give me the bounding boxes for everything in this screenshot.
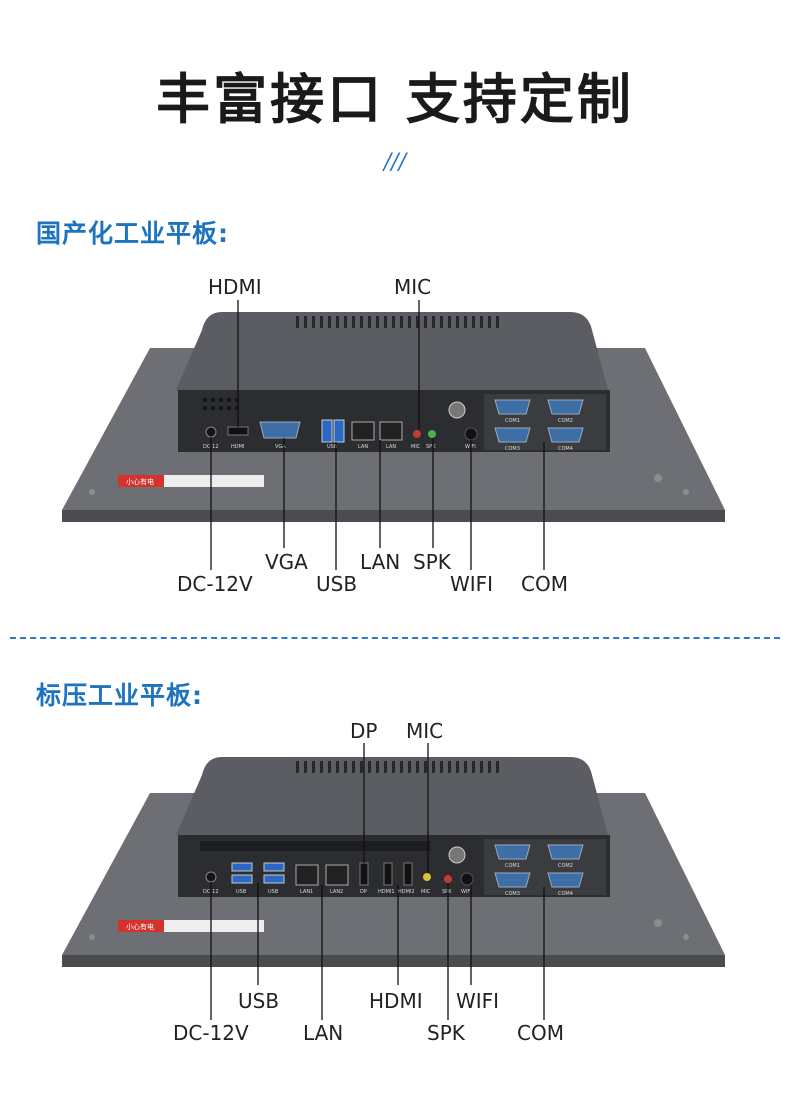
port-mark-com2: COM2: [558, 418, 573, 424]
warning-text: 小心有电: [126, 922, 154, 931]
label-wifi: WIFI: [456, 989, 499, 1013]
hdmi-port: [227, 426, 249, 436]
port-mark-lan2: LAN2: [330, 889, 343, 895]
title-decoration: ///: [383, 150, 407, 175]
port-mark-spk: SPK: [426, 444, 436, 450]
top-vents: [296, 316, 499, 328]
label-com: COM: [521, 572, 568, 596]
port-mark-spk: SPK: [442, 889, 452, 895]
label-vga: VGA: [265, 550, 308, 574]
port-mark-hdmi1: HDMI1: [378, 889, 395, 895]
port-mark-mic: MIC: [411, 444, 421, 450]
port-mark-vga: VGA: [275, 444, 286, 450]
warning-text: 小心有电: [126, 477, 154, 486]
port-mark-hdmi: HDMI: [231, 444, 244, 450]
standard-panel-illustration: DC-12 USB USB LAN1 LAN2 DP HDMI1 HDMI2 M…: [62, 719, 725, 1045]
port-mark-lan2: LAN: [386, 444, 396, 450]
port-mark-com2: COM2: [558, 863, 573, 869]
usb-port-1: [231, 862, 253, 872]
port-mark-dp: DP: [360, 889, 367, 895]
com-ports: [494, 399, 584, 443]
port-mark-lan1: LAN1: [300, 889, 313, 895]
hdmi-port-2: [403, 862, 413, 886]
power-button: [448, 401, 466, 419]
usb-port-3: [263, 862, 285, 872]
port-mark-com4: COM4: [558, 446, 573, 452]
wifi-antenna: [464, 427, 478, 441]
port-mark-com3: COM3: [505, 891, 520, 897]
top-vents: [296, 761, 499, 773]
label-com: COM: [517, 1021, 564, 1045]
label-spk: SPK: [413, 550, 452, 574]
power-button: [448, 846, 466, 864]
spk-jack: [428, 430, 436, 438]
leader-lines: [210, 743, 545, 1020]
port-mark-usb: USB: [327, 444, 338, 450]
usb-port-1: [321, 419, 333, 443]
label-usb: USB: [316, 572, 357, 596]
section-heading-domestic: 国产化工业平板:: [36, 219, 229, 248]
label-lan: LAN: [360, 550, 400, 574]
port-mark-hdmi2: HDMI2: [398, 889, 415, 895]
dc-jack: [205, 871, 217, 883]
label-dc: DC-12V: [177, 572, 253, 596]
usb-port-2: [231, 874, 253, 884]
label-spk: SPK: [427, 1021, 466, 1045]
lan-port-1: [295, 864, 319, 886]
dc-jack: [205, 426, 217, 438]
label-hdmi: HDMI: [208, 275, 262, 299]
usb-port-2: [333, 419, 345, 443]
mic-jack: [423, 873, 431, 881]
port-mark-com3: COM3: [505, 446, 520, 452]
label-mic: MIC: [394, 275, 431, 299]
label-dp: DP: [350, 719, 377, 743]
rear-housing: [176, 757, 608, 835]
section-heading-standard: 标压工业平板:: [36, 681, 203, 710]
page-title: 丰富接口 支持定制: [156, 68, 634, 131]
label-mic: MIC: [406, 719, 443, 743]
port-mark-lan1: LAN: [358, 444, 368, 450]
rear-housing: [176, 312, 608, 390]
vga-port: [259, 421, 301, 439]
lan-port-2: [325, 864, 349, 886]
lan-port-1: [351, 421, 375, 441]
port-mark-com1: COM1: [505, 863, 520, 869]
wifi-antenna: [460, 872, 474, 886]
port-mark-mic: MIC: [421, 889, 431, 895]
port-mark-usb1: USB: [236, 889, 247, 895]
label-lan: LAN: [303, 1021, 343, 1045]
domestic-panel-illustration: DC-12 HDMI VGA USB LAN LAN MIC SPK WIFI …: [62, 275, 725, 596]
label-usb: USB: [238, 989, 279, 1013]
dp-port: [359, 862, 369, 886]
lan-port-2: [379, 421, 403, 441]
label-hdmi: HDMI: [369, 989, 423, 1013]
spk-jack: [444, 875, 452, 883]
section-divider: [10, 637, 780, 639]
port-mark-com4: COM4: [558, 891, 573, 897]
label-wifi: WIFI: [450, 572, 493, 596]
port-mark-usb2: USB: [268, 889, 279, 895]
hdmi-port-1: [383, 862, 393, 886]
port-mark-wifi: WIFI: [461, 889, 472, 895]
port-mark-com1: COM1: [505, 418, 520, 424]
label-dc: DC-12V: [173, 1021, 249, 1045]
mic-jack: [413, 430, 421, 438]
com-ports: [494, 844, 584, 888]
usb-port-4: [263, 874, 285, 884]
leader-lines: [210, 300, 545, 570]
